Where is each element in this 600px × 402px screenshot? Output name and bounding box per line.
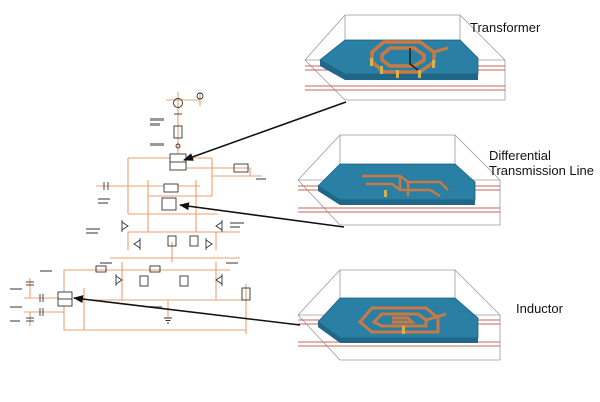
callout-arrows — [73, 101, 347, 326]
transformer-3d-model — [304, 14, 506, 101]
label-differential-line-2: Transmission Line — [489, 163, 595, 178]
label-differential-line-1: Differential — [489, 148, 551, 163]
arrow-differential-line — [179, 202, 345, 228]
differential-line-3d-model — [297, 134, 501, 226]
circuit-schematic — [24, 92, 262, 334]
arrow-transformer — [183, 101, 347, 161]
schematic-components — [26, 92, 251, 324]
schematic-annotation-marks — [10, 118, 266, 322]
label-transformer: Transformer — [470, 20, 541, 35]
arrow-inductor — [73, 295, 301, 326]
label-inductor: Inductor — [516, 301, 563, 316]
inductor-3d-model — [297, 269, 501, 361]
